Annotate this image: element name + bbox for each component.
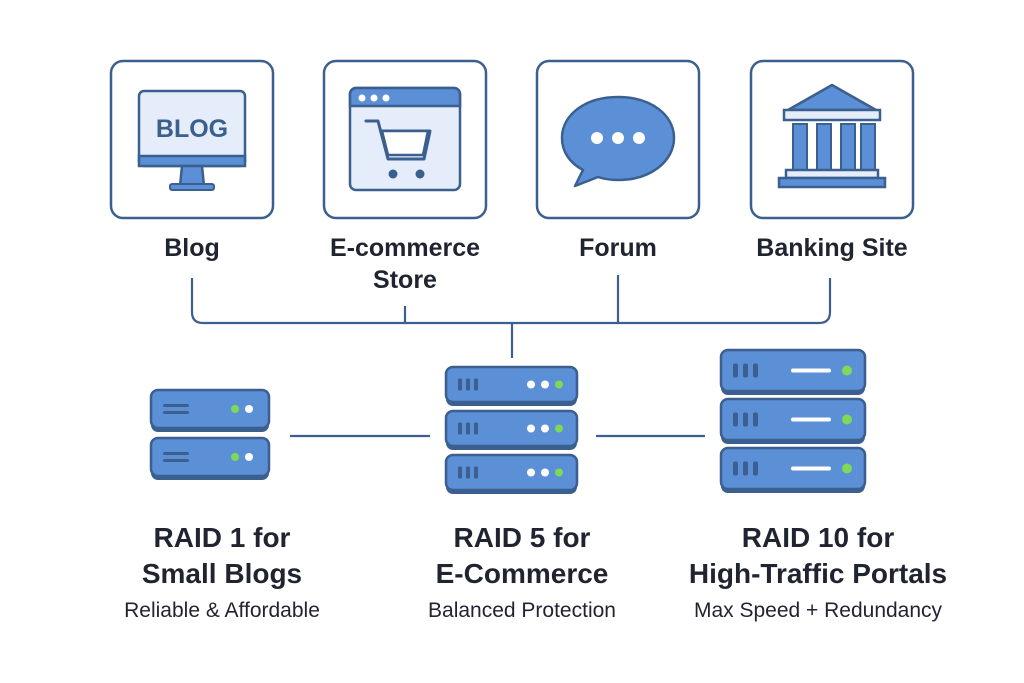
status-led xyxy=(527,424,535,433)
site-label-banking: Banking Site xyxy=(756,234,908,262)
blog-monitor-icon: BLOG xyxy=(137,89,247,191)
server-stack-large-icon xyxy=(719,348,867,493)
status-led xyxy=(541,380,549,389)
raid-10-title: RAID 10 for High-Traffic Portals xyxy=(688,522,948,589)
chat-bubble-icon xyxy=(560,95,676,188)
server-unit xyxy=(149,388,271,432)
server-unit xyxy=(149,436,271,480)
connector-lines xyxy=(190,275,832,438)
server-unit xyxy=(444,409,579,450)
status-led xyxy=(231,405,239,413)
status-led xyxy=(555,424,563,433)
site-label-ecommerce: E-commerce Store xyxy=(329,234,481,294)
status-led xyxy=(527,468,535,477)
server-stack-small-icon xyxy=(149,388,271,480)
status-led xyxy=(541,468,549,477)
status-led xyxy=(231,453,239,461)
status-led xyxy=(245,453,253,461)
server-unit xyxy=(719,446,867,493)
site-card-ecommerce xyxy=(322,59,488,220)
shopping-cart-browser-icon xyxy=(348,86,462,192)
status-led xyxy=(245,405,253,413)
blog-screen-text: BLOG xyxy=(156,115,228,143)
server-unit xyxy=(719,348,867,395)
status-led xyxy=(555,468,563,477)
status-led xyxy=(527,380,535,389)
status-led xyxy=(541,424,549,433)
raid-1-title: RAID 1 for Small Blogs xyxy=(141,522,303,589)
site-card-forum xyxy=(535,59,701,220)
raid-1-subtitle: Reliable & Affordable xyxy=(124,599,320,622)
bank-building-icon xyxy=(777,83,887,189)
site-label-blog: Blog xyxy=(164,234,220,262)
server-unit xyxy=(444,453,579,494)
status-led xyxy=(842,463,852,474)
site-card-banking xyxy=(749,59,915,220)
server-unit xyxy=(719,397,867,444)
site-card-blog: BLOG xyxy=(109,59,275,220)
site-label-forum: Forum xyxy=(579,234,657,262)
status-led xyxy=(842,414,852,425)
raid-5-subtitle: Balanced Protection xyxy=(428,599,616,622)
server-stack-medium-icon xyxy=(444,365,579,494)
server-unit xyxy=(444,365,579,406)
status-led xyxy=(842,365,852,376)
raid-10-subtitle: Max Speed + Redundancy xyxy=(693,599,943,622)
raid-5-title: RAID 5 for E-Commerce xyxy=(435,522,609,589)
status-led xyxy=(555,380,563,389)
